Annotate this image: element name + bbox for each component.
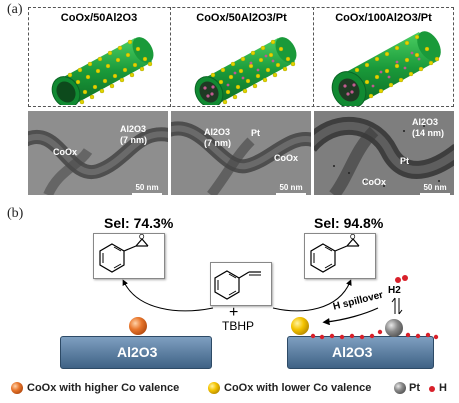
arrow-icon (272, 279, 352, 312)
tem-label-pt: Pt (251, 128, 260, 138)
product-box-right: O (304, 233, 376, 279)
tem-label-thickness: (14 nm) (412, 128, 445, 138)
h-atoms (310, 329, 439, 340)
scale-bar: 50 nm (420, 183, 450, 195)
legend-h-label: H (439, 382, 447, 394)
coox-high-particle (129, 317, 147, 335)
plus-sign: + (229, 304, 239, 321)
nanotube-icon (194, 37, 297, 105)
tem-label-coox: CoOx (362, 177, 387, 187)
tem-label-thickness: (7 nm) (204, 138, 231, 148)
schematic-box (28, 7, 454, 107)
column-title-1: CoOx/50Al2O3 (60, 12, 138, 24)
tem-image-1: CoOx Al2O3 (7 nm) 50 nm (28, 111, 168, 195)
column-divider (313, 7, 314, 107)
tem-label-al2o3: Al2O3 (120, 124, 147, 134)
column-title-2: CoOx/50Al2O3/Pt (196, 12, 287, 24)
scale-bar-label: 50 nm (279, 183, 303, 192)
epoxide-structure: O (99, 234, 149, 273)
tem-label-coox: CoOx (274, 153, 299, 163)
legend-coox-high-icon (11, 382, 23, 394)
support-left (60, 336, 212, 369)
nanotube-icon (331, 31, 441, 106)
column-title-3: CoOx/100Al2O3/Pt (335, 12, 432, 24)
legend-coox-low-label: CoOx with lower Co valence (224, 382, 372, 394)
epoxide-structure: O (310, 234, 360, 273)
arrow-icon (122, 279, 214, 312)
equilibrium-arrow-icon (391, 297, 403, 315)
scale-bar: 50 nm (132, 183, 162, 195)
coox-low-particle (291, 317, 309, 335)
legend-pt-icon (394, 382, 406, 394)
tem-label-al2o3: Al2O3 (412, 117, 439, 127)
scale-bar: 50 nm (276, 183, 306, 195)
legend-h-icon (429, 386, 435, 392)
tem-label-pt: Pt (400, 156, 409, 166)
legend-coox-high-label: CoOx with higher Co valence (27, 382, 180, 394)
scale-bar-label: 50 nm (135, 183, 159, 192)
scale-bar-label: 50 nm (423, 183, 447, 192)
tem-image-2: Al2O3 (7 nm) Pt CoOx 50 nm (171, 111, 311, 195)
support-label-right: Al2O3 (332, 344, 373, 360)
selectivity-right: Sel: 94.8% (314, 215, 384, 231)
nanotube-icon (51, 37, 154, 105)
support-label-left: Al2O3 (117, 344, 158, 360)
selectivity-left: Sel: 74.3% (104, 215, 174, 231)
panel-a-label: (a) (7, 2, 23, 17)
tem-image-3: Al2O3 (14 nm) Pt CoOx 50 nm (314, 111, 454, 195)
styrene-structure (214, 270, 261, 300)
h2-label: H2 (388, 285, 401, 296)
pt-particle (385, 319, 403, 337)
column-divider (170, 7, 171, 107)
h2-molecule (395, 275, 408, 283)
tem-label-al2o3: Al2O3 (204, 127, 231, 137)
reactant-box (210, 262, 272, 306)
spillover-arrow-icon (322, 307, 379, 326)
legend-coox-low-icon (208, 382, 220, 394)
reagent-label: TBHP (222, 319, 255, 333)
tem-label-coox: CoOx (53, 147, 78, 157)
legend-pt-label: Pt (409, 382, 420, 394)
svg-text:O: O (350, 234, 356, 241)
svg-text:O: O (139, 234, 145, 241)
tem-label-thickness: (7 nm) (120, 135, 147, 145)
product-box-left: O (93, 233, 165, 279)
support-right (287, 336, 434, 369)
panel-b-label: (b) (7, 206, 24, 221)
